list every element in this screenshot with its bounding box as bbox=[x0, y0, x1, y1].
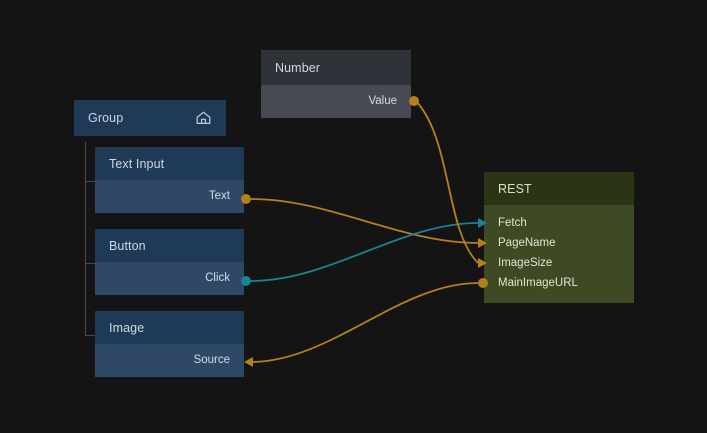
node-group[interactable]: Group bbox=[74, 100, 226, 136]
edge-text-to-pagename bbox=[250, 198, 479, 244]
port-value[interactable]: Value bbox=[368, 95, 397, 107]
node-number[interactable]: Number Value bbox=[261, 50, 411, 118]
node-image-body: Source bbox=[95, 344, 244, 377]
node-group-header[interactable]: Group bbox=[74, 100, 226, 136]
node-text-input-title: Text Input bbox=[109, 156, 165, 171]
node-text-input-header[interactable]: Text Input bbox=[95, 147, 244, 180]
node-number-title: Number bbox=[275, 60, 321, 75]
port-pagename[interactable]: PageName bbox=[498, 237, 556, 249]
node-button-body: Click bbox=[95, 262, 244, 295]
port-connector-imagesize[interactable] bbox=[478, 258, 487, 268]
port-imagesize[interactable]: ImageSize bbox=[498, 257, 553, 269]
node-rest-title: REST bbox=[498, 181, 532, 196]
node-group-title: Group bbox=[88, 111, 124, 125]
port-mainimageurl[interactable]: MainImageURL bbox=[498, 277, 578, 289]
tree-tick bbox=[85, 335, 95, 336]
port-connector-pagename[interactable] bbox=[478, 238, 487, 248]
node-image-title: Image bbox=[109, 320, 145, 335]
port-connector-text[interactable] bbox=[241, 194, 251, 204]
tree-tick bbox=[85, 263, 95, 264]
node-rest-header[interactable]: REST bbox=[484, 172, 634, 205]
node-text-input-body: Text bbox=[95, 180, 244, 213]
node-rest[interactable]: REST Fetch PageName ImageSize MainImageU… bbox=[484, 172, 634, 303]
node-number-body: Value bbox=[261, 85, 411, 118]
port-click[interactable]: Click bbox=[205, 272, 230, 284]
port-connector-mainimageurl[interactable] bbox=[478, 278, 488, 288]
tree-tick bbox=[85, 181, 95, 182]
edge-click-to-fetch bbox=[250, 222, 479, 282]
port-fetch[interactable]: Fetch bbox=[498, 217, 527, 229]
node-button-title: Button bbox=[109, 238, 146, 253]
home-icon[interactable] bbox=[195, 110, 212, 126]
port-connector-value[interactable] bbox=[409, 96, 419, 106]
port-text[interactable]: Text bbox=[208, 190, 230, 202]
tree-trunk bbox=[85, 142, 86, 336]
edge-mainimageurl-to-source bbox=[250, 282, 479, 363]
port-source[interactable]: Source bbox=[193, 354, 230, 366]
edge-value-to-imagesize bbox=[415, 100, 479, 264]
port-connector-source[interactable] bbox=[244, 357, 253, 367]
node-image[interactable]: Image Source bbox=[95, 311, 244, 377]
port-connector-fetch[interactable] bbox=[478, 218, 487, 228]
node-button-header[interactable]: Button bbox=[95, 229, 244, 262]
node-image-header[interactable]: Image bbox=[95, 311, 244, 344]
node-button[interactable]: Button Click bbox=[95, 229, 244, 295]
node-rest-body: Fetch PageName ImageSize MainImageURL bbox=[484, 205, 634, 303]
port-connector-click[interactable] bbox=[241, 276, 251, 286]
node-number-header[interactable]: Number bbox=[261, 50, 411, 85]
node-text-input[interactable]: Text Input Text bbox=[95, 147, 244, 213]
